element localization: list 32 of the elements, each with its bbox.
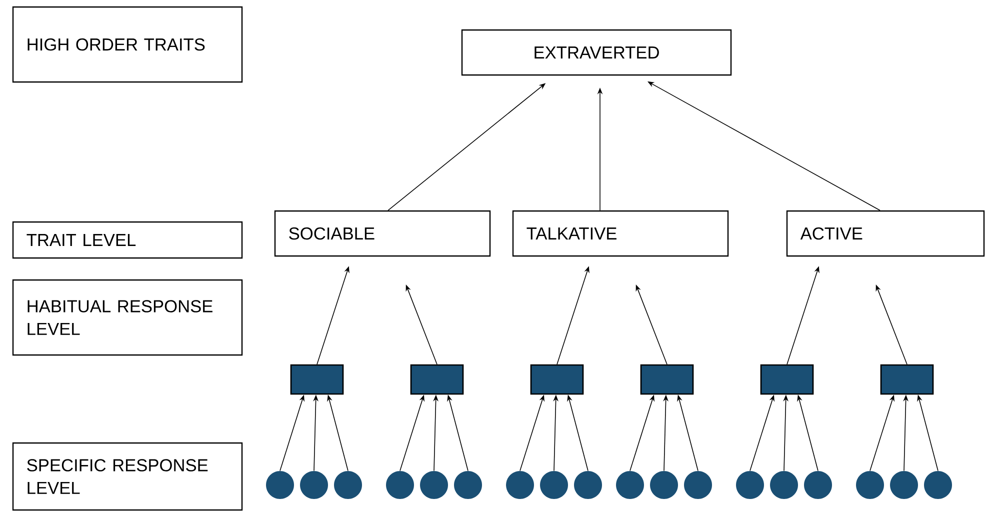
level-box: HIGH ORDER TRAITS — [12, 6, 243, 83]
response-circle — [334, 471, 362, 499]
response-circle — [386, 471, 414, 499]
response-circle — [616, 471, 644, 499]
trait-box: ACTIVE — [786, 210, 985, 257]
response-circle — [506, 471, 534, 499]
trait-box: EXTRAVERTED — [461, 29, 732, 76]
level-box: HABITUAL RESPONSE LEVEL — [12, 279, 243, 356]
level-box: TRAIT LEVEL — [12, 221, 243, 259]
response-circle — [650, 471, 678, 499]
habit-box — [640, 364, 694, 395]
response-circle — [736, 471, 764, 499]
response-circle — [540, 471, 568, 499]
level-box: SPECIFIC RESPONSE LEVEL — [12, 442, 243, 511]
trait-box: SOCIABLE — [274, 210, 491, 257]
trait-box: TALKATIVE — [512, 210, 729, 257]
response-circle — [856, 471, 884, 499]
response-circle — [804, 471, 832, 499]
response-circle — [454, 471, 482, 499]
habit-box — [530, 364, 584, 395]
response-circle — [924, 471, 952, 499]
response-circle — [420, 471, 448, 499]
response-circle — [266, 471, 294, 499]
response-circle — [574, 471, 602, 499]
habit-box — [760, 364, 814, 395]
response-circle — [684, 471, 712, 499]
response-circle — [770, 471, 798, 499]
response-circle — [300, 471, 328, 499]
habit-box — [290, 364, 344, 395]
habit-box — [410, 364, 464, 395]
habit-box — [880, 364, 934, 395]
response-circle — [890, 471, 918, 499]
